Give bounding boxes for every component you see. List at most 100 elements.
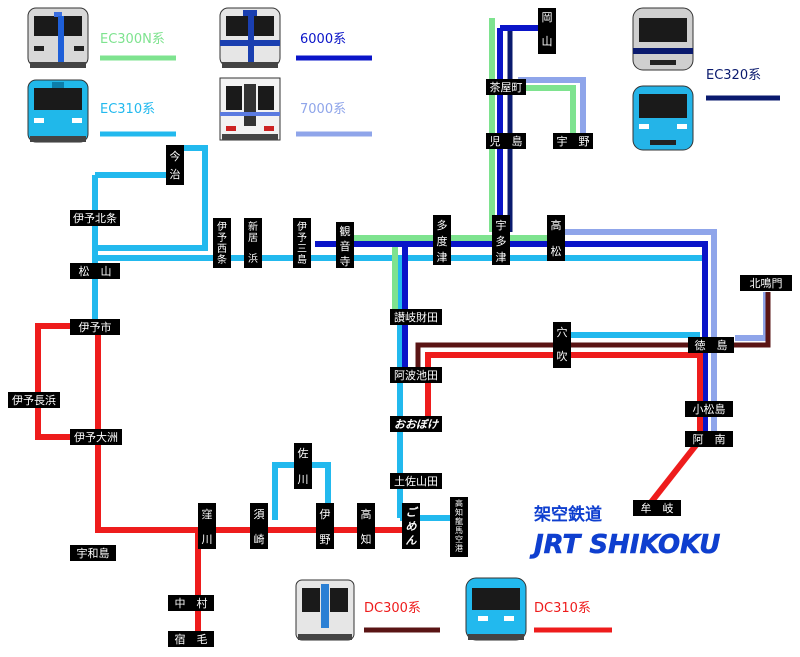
station-label: 阿波池田 (394, 369, 438, 382)
station-kubokawa[interactable]: 窪 川 (198, 503, 216, 549)
station-ino[interactable]: 伊 野 (316, 503, 334, 549)
station-sukumo[interactable]: 宿 毛 (168, 631, 214, 647)
station-iyomishima[interactable]: 伊 予 三 島 (293, 218, 311, 268)
brand-logo: 架空鉄道 JRT SHIKOKU (529, 504, 721, 560)
svg-text:川: 川 (202, 533, 213, 546)
station-label: 北鳴門 (750, 276, 783, 290)
train-7000-icon (219, 77, 281, 141)
train-dc300-icon (295, 579, 355, 641)
station-anabuki[interactable]: 穴 吹 (553, 322, 571, 368)
station-tokushima[interactable]: 徳 島 (688, 337, 734, 353)
legend-item-ec300n: EC300N系 (27, 7, 176, 68)
station-tadotsu[interactable]: 多 度 津 (433, 215, 451, 265)
station-utazu[interactable]: 宇 多 津 (492, 215, 510, 265)
station-iyohojo[interactable]: 伊予北条 (70, 210, 120, 226)
svg-text:窪: 窪 (202, 507, 213, 521)
station-uwajima[interactable]: 宇和島 (70, 545, 116, 561)
train-ec320-icon (632, 7, 694, 151)
station-imabari[interactable]: 今 治 (166, 145, 184, 185)
svg-text:治: 治 (170, 167, 181, 181)
svg-text:条: 条 (217, 253, 227, 266)
svg-text:山: 山 (542, 35, 553, 48)
station-label: 茶屋町 (490, 81, 523, 94)
svg-text:島: 島 (297, 253, 307, 266)
svg-text:観: 観 (340, 224, 351, 238)
station-sakawa[interactable]: 佐 川 (294, 443, 312, 489)
legend: EC300N系 6000系 (27, 7, 780, 641)
svg-text:宇 野: 宇 野 (557, 135, 590, 148)
svg-text:居: 居 (248, 232, 258, 244)
station-nakamura[interactable]: 中 村 (168, 595, 214, 611)
svg-text:寺: 寺 (340, 255, 351, 268)
station-label: 土佐山田 (394, 474, 438, 488)
station-iyoozu[interactable]: 伊予大洲 (70, 429, 122, 445)
svg-text:多: 多 (496, 234, 507, 248)
station-kochi[interactable]: 高 知 (357, 503, 375, 549)
line-dc300 (415, 292, 771, 378)
svg-text:ご: ご (406, 506, 419, 519)
station-iyosaijo[interactable]: 伊 予 西 条 (213, 218, 231, 268)
station-chayamachi[interactable]: 茶屋町 (486, 79, 526, 95)
svg-text:高: 高 (551, 218, 562, 232)
svg-text:徳 島: 徳 島 (695, 338, 728, 352)
station-susaki[interactable]: 須 崎 (250, 503, 268, 549)
svg-text:三: 三 (297, 244, 307, 255)
station-iyonagahama[interactable]: 伊予長浜 (8, 392, 60, 408)
svg-text:野: 野 (320, 533, 331, 546)
svg-text:知: 知 (455, 507, 463, 517)
legend-label: DC300系 (364, 601, 421, 616)
svg-text:宇: 宇 (496, 219, 507, 232)
station-takamatsu[interactable]: 高 松 (547, 215, 565, 261)
station-gomen[interactable]: ご め ん (402, 503, 420, 549)
svg-text:多: 多 (437, 218, 448, 232)
svg-text:予: 予 (217, 232, 227, 244)
train-ec300n-icon (27, 7, 89, 68)
svg-text:津: 津 (437, 251, 448, 264)
station-label: おおぼけ (394, 418, 440, 431)
legend-label: DC310系 (534, 601, 591, 616)
line-dc310 (35, 323, 703, 640)
station-niihama[interactable]: 新 居 浜 (244, 218, 262, 268)
station-label: 伊予北条 (73, 211, 117, 225)
station-mugi[interactable]: 牟 岐 (633, 500, 681, 516)
station-okayama[interactable]: 岡 山 (538, 8, 556, 54)
station-kanonji[interactable]: 観 音 寺 (336, 222, 354, 268)
station-kochi-ryoma-airport[interactable]: 高 知 龍 馬 空 港 (450, 497, 468, 557)
svg-text:吹: 吹 (557, 350, 568, 363)
legend-label: 6000系 (300, 32, 346, 47)
svg-text:崎: 崎 (254, 532, 265, 546)
station-label: 小松島 (693, 402, 726, 416)
station-iyoshi[interactable]: 伊予市 (70, 319, 120, 335)
station-awaikeda[interactable]: 阿波池田 (390, 367, 442, 383)
svg-text:浜: 浜 (248, 253, 258, 265)
station-kojima[interactable]: 児 島 (486, 133, 526, 149)
legend-item-6000: 6000系 (219, 7, 372, 68)
legend-label: 7000系 (300, 102, 346, 117)
station-matsuyama[interactable]: 松 山 (70, 263, 120, 279)
station-tosayamada[interactable]: 土佐山田 (390, 473, 442, 489)
svg-text:中 村: 中 村 (175, 596, 208, 610)
station-sanukizaida[interactable]: 讃岐財田 (390, 309, 442, 325)
station-oboke[interactable]: おおぼけ (390, 416, 442, 432)
station-komatsushima[interactable]: 小松島 (685, 401, 733, 417)
station-label: 伊予長浜 (12, 394, 56, 407)
svg-text:空: 空 (455, 534, 463, 544)
line-ec300n (345, 18, 576, 322)
station-label: 伊予大洲 (74, 430, 118, 444)
svg-text:音: 音 (340, 239, 351, 253)
svg-text:伊: 伊 (297, 221, 307, 233)
station-kitanaruto[interactable]: 北鳴門 (740, 275, 792, 291)
station-label: 宇和島 (77, 546, 110, 560)
station-anan[interactable]: 阿 南 (685, 431, 733, 447)
train-dc310-icon (465, 577, 527, 641)
svg-text:松: 松 (551, 244, 562, 258)
svg-text:高: 高 (361, 507, 372, 521)
legend-item-ec310: EC310系 (27, 79, 176, 143)
svg-text:川: 川 (298, 473, 309, 486)
legend-label: EC310系 (100, 102, 155, 117)
legend-label: EC300N系 (100, 32, 165, 47)
station-label: 伊予市 (79, 320, 112, 334)
svg-text:予: 予 (297, 232, 307, 244)
svg-text:馬: 馬 (455, 526, 463, 535)
station-uno[interactable]: 宇 野 (553, 133, 593, 149)
